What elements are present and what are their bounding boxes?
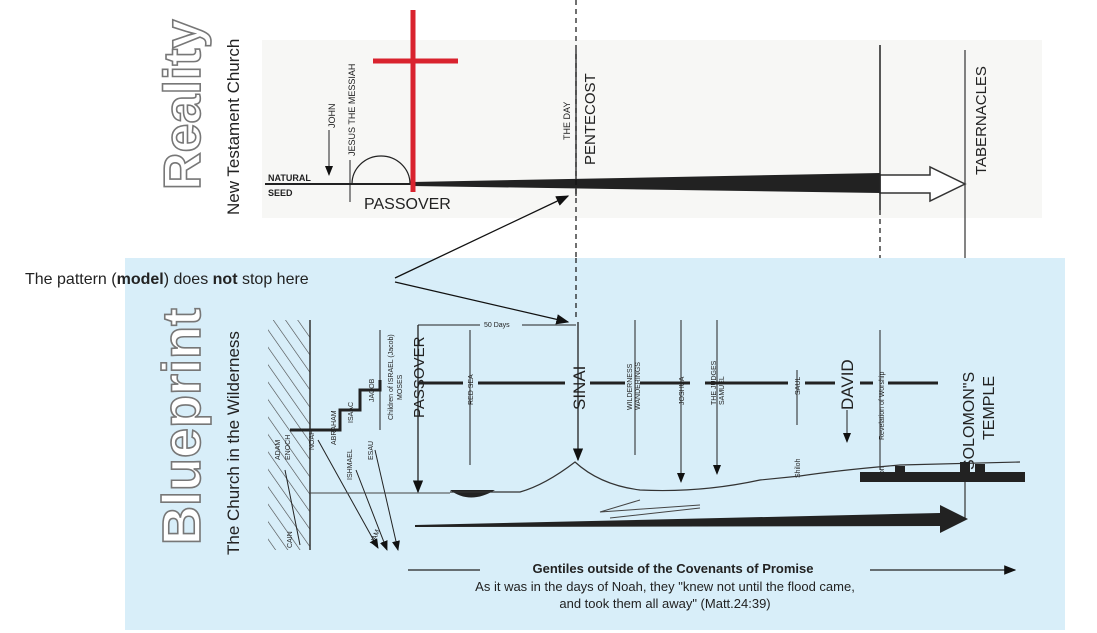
saul-label: SAUL xyxy=(795,377,802,395)
wandering-path xyxy=(599,499,701,519)
tabernacles-label: TABERNACLES xyxy=(973,66,990,175)
solomon-label-bg xyxy=(954,300,1004,470)
shiloh-label: Shiloh xyxy=(795,458,802,478)
ministry-arc xyxy=(351,155,411,185)
samuel-label: SAMUEL xyxy=(719,376,726,405)
pattern-annotation: The pattern (model) does not stop here xyxy=(25,271,309,288)
cain-line xyxy=(284,469,301,546)
ham-arrow xyxy=(317,439,379,549)
john-label: JOHN xyxy=(327,104,337,129)
children-label: Children of ISRAEL (Jacob) xyxy=(388,334,395,420)
revelation-label: Revelation of Worship xyxy=(879,372,886,440)
temple-label: TEMPLE xyxy=(981,376,998,440)
hollow-arrow xyxy=(879,165,967,203)
wanderings-label: WANDERINGS xyxy=(635,362,642,410)
seed-label: SEED xyxy=(268,188,293,198)
gentiles-label: Gentiles outside of the Covenants of Pro… xyxy=(533,561,814,576)
fifty-days-bg xyxy=(480,319,522,329)
esau-arrow xyxy=(374,449,400,551)
blueprint-subtitle: The Church in the Wilderness xyxy=(224,331,243,555)
noah-quote-line1: As it was in the days of Noah, they "kne… xyxy=(475,579,855,594)
adam-label: ADAM xyxy=(275,440,282,460)
enoch-label: ENOCH xyxy=(285,435,292,460)
big-arrow xyxy=(415,505,968,533)
red-sea-label: RED SEA xyxy=(468,374,475,405)
moses-label: MOSES xyxy=(397,374,404,400)
arrow-to-sinai xyxy=(394,281,570,325)
david-label: DAVID xyxy=(838,359,857,410)
patriarch-labels: ADAM ENOCH NOAH ABRAHAM ISAAC JACOB ISHM… xyxy=(275,334,404,548)
ishmael-label: ISHMAEL xyxy=(347,449,354,480)
passover-label: PASSOVER xyxy=(364,196,451,213)
fifty-days-label: 50 Days xyxy=(484,322,510,329)
isaac-label: ISAAC xyxy=(348,402,355,423)
solomons-label: SOLOMON"S xyxy=(961,372,978,470)
arrow-to-pentecost xyxy=(394,195,570,279)
abraham-label: ABRAHAM xyxy=(331,410,338,445)
joshua-label: JOSHUA xyxy=(679,376,686,405)
noah-label: NOAH xyxy=(309,430,316,450)
ishmael-arrow xyxy=(355,469,388,551)
blueprint-title: Blueprint xyxy=(152,308,212,545)
wilderness-label: WILDERNESS xyxy=(627,363,634,410)
passover-blueprint-label: PASSOVER xyxy=(411,336,428,418)
natural-label: NATURAL xyxy=(268,173,311,183)
gentiles-bg xyxy=(480,560,870,576)
growth-wedge xyxy=(412,173,880,193)
terrain-line xyxy=(450,461,1021,493)
sinai-label: SINAI xyxy=(570,366,589,410)
the-day-label: THE DAY xyxy=(562,102,572,140)
judges-label: THE JUDGES xyxy=(711,360,718,405)
esau-label: ESAU xyxy=(368,441,375,460)
hatched-wall xyxy=(268,320,310,550)
reality-subtitle: New Testament Church xyxy=(224,39,243,215)
pentecost-label: PENTECOST xyxy=(582,73,599,165)
noah-quote-line2: and took them all away" (Matt.24:39) xyxy=(559,596,770,611)
cain-label: CAIN xyxy=(287,531,294,548)
temple-buildings xyxy=(860,462,1025,482)
reality-title: Reality xyxy=(154,19,212,190)
jesus-label: JESUS THE MESSIAH xyxy=(347,64,357,156)
